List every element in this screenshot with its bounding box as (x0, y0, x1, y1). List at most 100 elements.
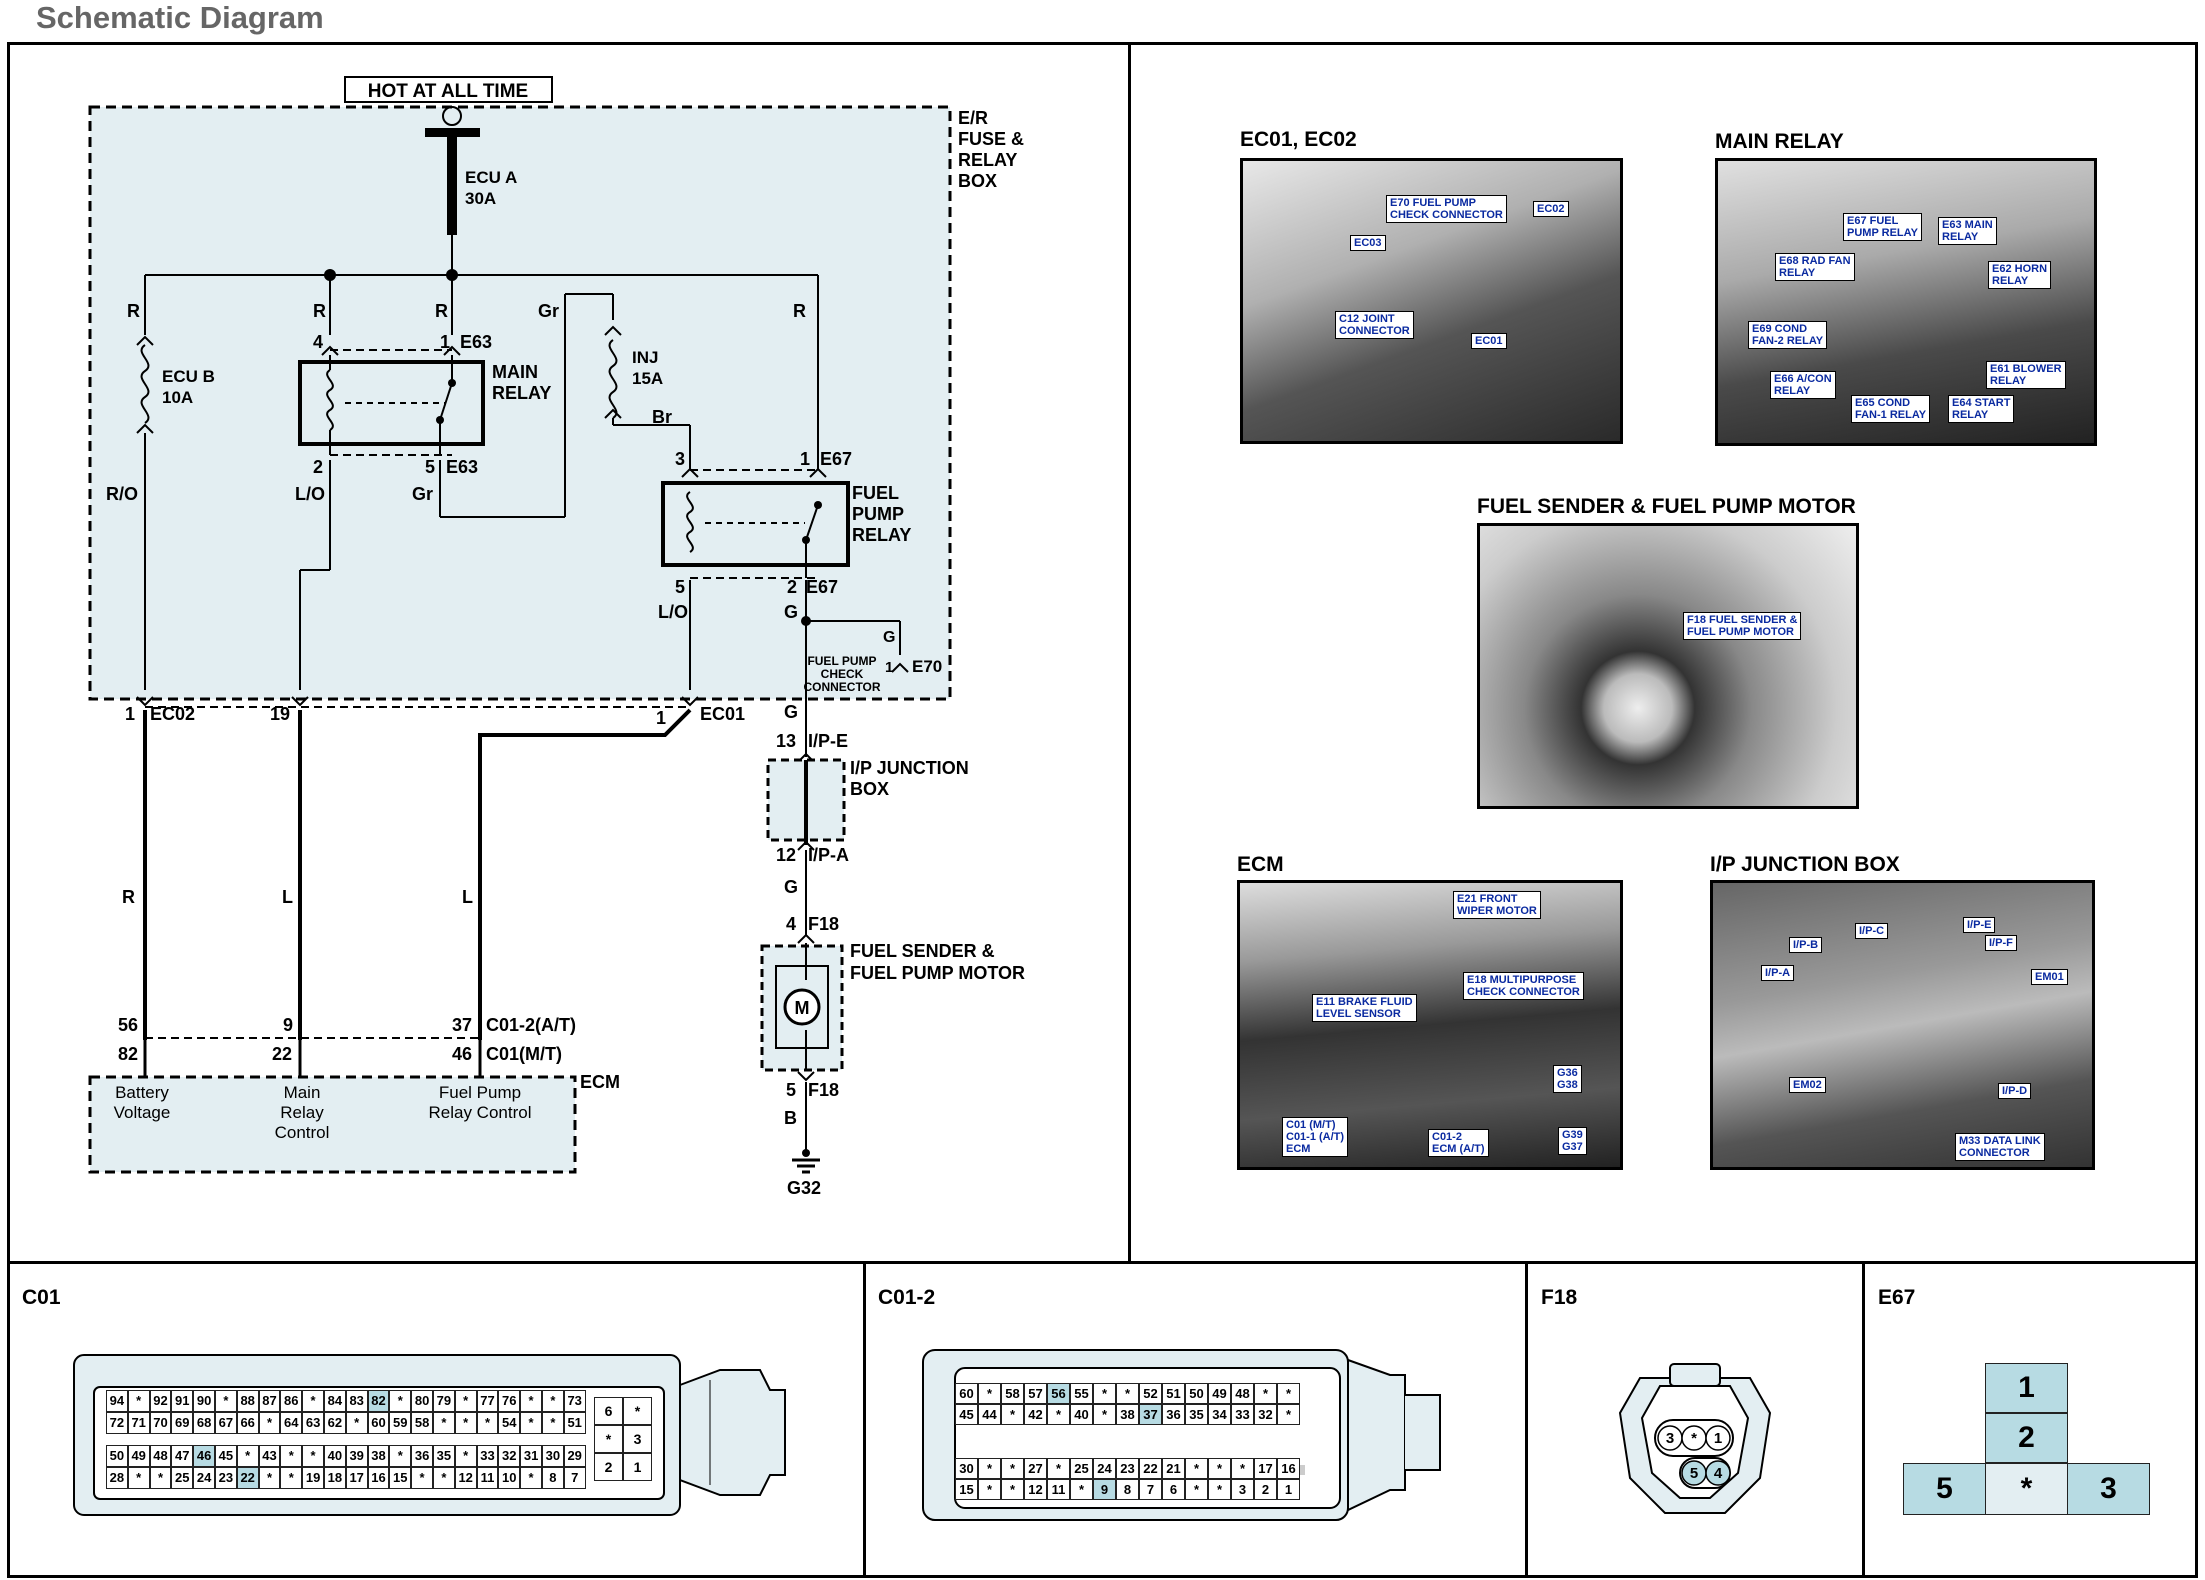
c01-2-pin: 23 (1116, 1458, 1139, 1479)
svg-text:L/O: L/O (295, 484, 325, 504)
c01-pin: 49 (127, 1445, 150, 1467)
c01-pin: 45 (215, 1445, 237, 1467)
callout-ipc: I/P-C (1855, 923, 1889, 939)
c01-pin: * (280, 1445, 303, 1467)
c01-pin: 82 (367, 1390, 390, 1412)
c01-2-pin: * (1185, 1458, 1208, 1479)
c01-2-pin: 12 (1024, 1479, 1047, 1500)
c01-pin: 90 (193, 1390, 215, 1412)
svg-text:G32: G32 (787, 1178, 821, 1198)
c01-2-pin: 45 (955, 1404, 978, 1425)
c01-2-pin: 11 (1047, 1479, 1070, 1500)
c01-pin: * (411, 1467, 433, 1489)
connector-title-e67: E67 (1878, 1286, 1916, 1309)
e67-pin-label: 1 (2018, 1371, 2035, 1404)
svg-text:ECM: ECM (580, 1072, 620, 1092)
c01-pin: 46 (193, 1445, 215, 1467)
photo-ip-junction-box: I/P-E I/P-C I/P-F I/P-B EM01 I/P-A EM02 … (1710, 880, 2095, 1170)
c01-2-pin: 35 (1185, 1404, 1208, 1425)
callout-ipd: I/P-D (1998, 1083, 2032, 1099)
fuel-pump-motor-symbol (783, 988, 821, 1026)
c01-2-pin: 21 (1162, 1458, 1185, 1479)
connector-f18-housing: 3 * 1 5 4 (1618, 1363, 1772, 1514)
svg-text:I/P-A: I/P-A (808, 845, 849, 865)
c01-pin: 40 (324, 1445, 346, 1467)
c01-2-pin: 37 (1139, 1404, 1162, 1425)
svg-text:F18: F18 (808, 1080, 839, 1100)
c01-side-pin: * (594, 1425, 623, 1453)
photo-ecm: E21 FRONT WIPER MOTOR E18 MULTIPURPOSE C… (1237, 880, 1623, 1170)
c01-2-pin: 16 (1277, 1458, 1300, 1479)
c01-pin: * (215, 1390, 237, 1412)
c01-2-pin: * (1093, 1404, 1116, 1425)
c01-pin: 80 (411, 1390, 433, 1412)
ground-g32-icon (802, 1149, 810, 1157)
photo-title-main-relay: MAIN RELAY (1715, 130, 1844, 153)
c01-pin: 66 (236, 1412, 259, 1434)
f18-pin-label: 5 (1690, 1465, 1698, 1482)
c01-pin: 91 (171, 1390, 194, 1412)
photo-title-ec01: EC01, EC02 (1240, 128, 1357, 151)
c01-2-pin: 24 (1093, 1458, 1116, 1479)
svg-text:19: 19 (270, 704, 290, 724)
c01-pin: * (454, 1445, 477, 1467)
c01-pin: 63 (302, 1412, 324, 1434)
svg-text:2: 2 (313, 457, 323, 477)
svg-text:1: 1 (125, 704, 135, 724)
svg-text:1: 1 (656, 708, 666, 728)
c01-pin: 59 (389, 1412, 412, 1434)
svg-text:13: 13 (776, 731, 796, 751)
svg-text:C01(M/T): C01(M/T) (486, 1044, 562, 1064)
callout-em02: EM02 (1789, 1077, 1826, 1093)
svg-text:B: B (784, 1108, 797, 1128)
f18-pin-1 (1705, 1425, 1731, 1451)
c01-2-pin: * (1001, 1458, 1024, 1479)
er-fuse-relay-box (88, 105, 952, 701)
callout-ipe: I/P-E (1963, 917, 1996, 933)
c01-pin: 62 (324, 1412, 346, 1434)
c01-pin: * (258, 1412, 281, 1434)
c01-pin: 33 (476, 1445, 499, 1467)
c01-pin: 64 (280, 1412, 303, 1434)
c01-pin: 70 (149, 1412, 172, 1434)
callout-e62: E62 HORN RELAY (1988, 261, 2052, 289)
c01-2-pin: 2 (1254, 1479, 1277, 1500)
callout-em01: EM01 (2031, 969, 2068, 985)
c01-2-pin: 33 (1231, 1404, 1254, 1425)
c01-pin: 25 (171, 1467, 194, 1489)
svg-text:E70: E70 (912, 657, 942, 676)
c01-pin: 48 (149, 1445, 172, 1467)
c01-pin: 71 (127, 1412, 150, 1434)
svg-text:56: 56 (118, 1015, 138, 1035)
ecm-box (88, 1075, 577, 1174)
c01-pin: 47 (171, 1445, 194, 1467)
photo-ec01-ec02: E70 FUEL PUMP CHECK CONNECTOR EC02 EC03 … (1240, 158, 1623, 444)
svg-text:82: 82 (118, 1044, 138, 1064)
c01-pin: * (433, 1467, 455, 1489)
c01-pin: 86 (280, 1390, 303, 1412)
callout-ipb: I/P-B (1789, 937, 1823, 953)
c01-side-pin: 3 (623, 1425, 652, 1453)
c01-pin: 84 (324, 1390, 346, 1412)
c01-side-pin: * (623, 1397, 652, 1425)
svg-text:R: R (313, 301, 326, 321)
c01-pin: * (302, 1445, 324, 1467)
svg-text:R/O: R/O (106, 484, 138, 504)
c01-2-pin: 58 (1001, 1383, 1024, 1404)
c01-pin: * (236, 1445, 259, 1467)
c01-pin: 60 (367, 1412, 390, 1434)
svg-text:5: 5 (425, 457, 435, 477)
photo-title-ipj: I/P JUNCTION BOX (1710, 853, 1900, 876)
c01-side-pin: 1 (623, 1453, 652, 1481)
svg-text:E67: E67 (820, 449, 852, 469)
c01-pin: 50 (106, 1445, 128, 1467)
c01-pin: 72 (106, 1412, 128, 1434)
c01-pin: * (258, 1467, 281, 1489)
